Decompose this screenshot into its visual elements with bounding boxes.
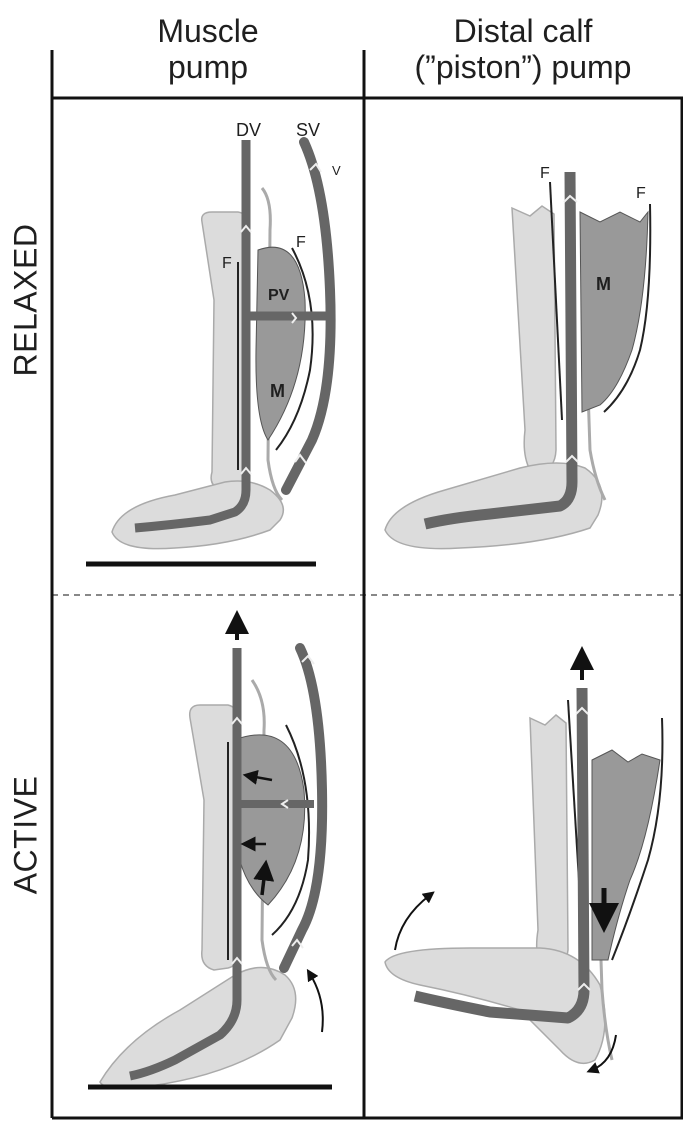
deep-vein	[134, 140, 251, 533]
curved-arrow-icon	[394, 891, 435, 951]
curved-arrow-icon	[586, 1034, 617, 1074]
panel-muscle-relaxed: DV SV V F F PV M	[86, 120, 341, 567]
fascia-line	[549, 181, 563, 421]
panel-piston-relaxed: F F M	[384, 165, 652, 550]
valve-icon	[280, 799, 289, 809]
fascia-line	[275, 247, 314, 451]
label-fascia: F	[540, 165, 550, 182]
label-fascia: F	[296, 234, 306, 251]
column-header-line: (”piston”) pump	[414, 49, 632, 85]
superficial-vein	[279, 643, 328, 973]
foot-bone	[384, 462, 603, 550]
calf-muscle	[233, 734, 306, 906]
valve-icon	[563, 194, 578, 203]
valve-icon	[240, 224, 252, 233]
valve-icon	[575, 706, 589, 715]
curved-arrow-icon	[306, 968, 324, 1033]
deep-vein	[413, 687, 590, 1024]
achilles-tendon	[583, 299, 607, 501]
tibia-bone	[529, 714, 569, 969]
tibia-bone	[511, 205, 557, 471]
label-perforating-vein: PV	[268, 287, 290, 304]
column-header-muscle-pump: Muscle pump	[52, 0, 364, 98]
label-fascia: F	[636, 185, 646, 202]
label-fascia: F	[222, 255, 232, 272]
deep-vein	[129, 648, 242, 1081]
panel-muscle-active	[88, 610, 332, 1090]
fascia-line	[611, 717, 664, 961]
valve-icon	[565, 454, 579, 463]
calf-muscle	[255, 246, 306, 441]
valve-icon	[301, 654, 315, 665]
column-header-line: Distal calf	[453, 13, 593, 49]
valve-icon	[240, 466, 252, 475]
grid-frame	[50, 50, 683, 1120]
arrow-up-icon	[253, 859, 275, 896]
fascia-line	[271, 724, 311, 936]
valve-icon	[291, 938, 304, 949]
valve-icon	[291, 312, 298, 324]
label-muscle: M	[596, 274, 611, 294]
label-muscle: M	[270, 381, 285, 401]
valve-icon	[231, 956, 243, 965]
valve-icon	[309, 162, 322, 173]
label-superficial-vein: SV	[296, 120, 320, 140]
column-header-piston-pump: Distal calf (”piston”) pump	[364, 0, 682, 98]
foot-bone	[99, 966, 297, 1089]
foot-bone	[111, 480, 285, 550]
panel-piston-active	[384, 646, 664, 1074]
deep-vein	[423, 171, 578, 530]
tibia-bone	[188, 704, 240, 971]
column-header-line: Muscle	[157, 13, 259, 49]
arrow-left-icon	[242, 769, 273, 785]
foot-bone	[384, 947, 606, 1065]
label-valve: V	[332, 163, 341, 178]
fascia-line	[603, 203, 652, 413]
label-deep-vein: DV	[236, 120, 261, 140]
valve-icon	[294, 453, 307, 464]
column-header-line: pump	[167, 49, 249, 85]
calf-muscle	[579, 210, 649, 413]
superficial-vein	[281, 137, 336, 495]
valve-icon	[231, 716, 243, 725]
tibia-bone	[200, 211, 250, 491]
valve-icon	[577, 982, 591, 991]
